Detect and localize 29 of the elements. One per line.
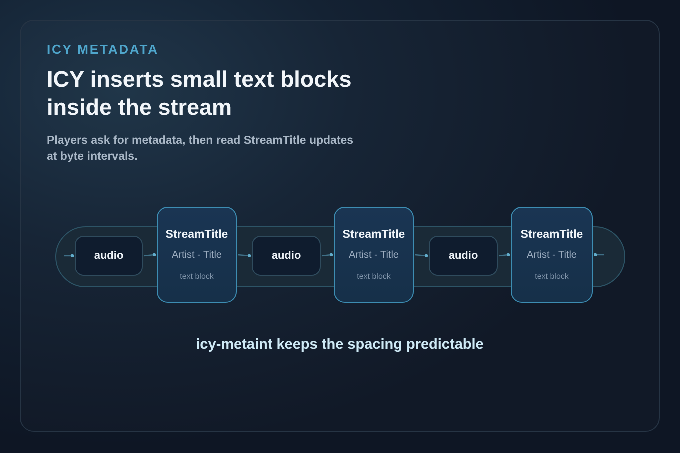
connector xyxy=(498,253,510,257)
connector xyxy=(594,253,604,257)
metadata-block xyxy=(511,207,593,303)
block-heading: StreamTitle xyxy=(166,229,228,241)
connector xyxy=(414,254,428,258)
block-heading: StreamTitle xyxy=(342,229,406,241)
connector xyxy=(238,254,252,258)
block-value: Artist - Title xyxy=(348,250,399,261)
metadata-block xyxy=(334,207,414,303)
subtitle: Players ask for metadata, then read StreamTitle updates at byte intervals. xyxy=(47,134,355,165)
title: ICY inserts small text blocks inside the stream xyxy=(47,66,353,122)
audio-chunk-box xyxy=(429,236,498,276)
connector xyxy=(64,254,74,258)
metadata-block xyxy=(157,207,237,303)
chunk-label: audio xyxy=(94,250,124,262)
kicker-label: ICY METADATA xyxy=(47,42,159,57)
block-note: text block xyxy=(357,272,391,281)
chunk-label: audio xyxy=(272,250,302,262)
block-note: text block xyxy=(535,272,569,281)
caption: icy-metaint keeps the spacing predictable xyxy=(195,337,485,353)
connector xyxy=(144,253,156,257)
block-value: Artist - Title xyxy=(526,250,577,261)
block-value: Artist - Title xyxy=(172,250,222,261)
audio-chunk-box xyxy=(75,236,143,276)
connector xyxy=(322,253,334,257)
block-note: text block xyxy=(180,272,214,281)
chunk-label: audio xyxy=(448,250,478,262)
block-heading: StreamTitle xyxy=(520,229,584,241)
audio-chunk-box xyxy=(252,236,321,276)
